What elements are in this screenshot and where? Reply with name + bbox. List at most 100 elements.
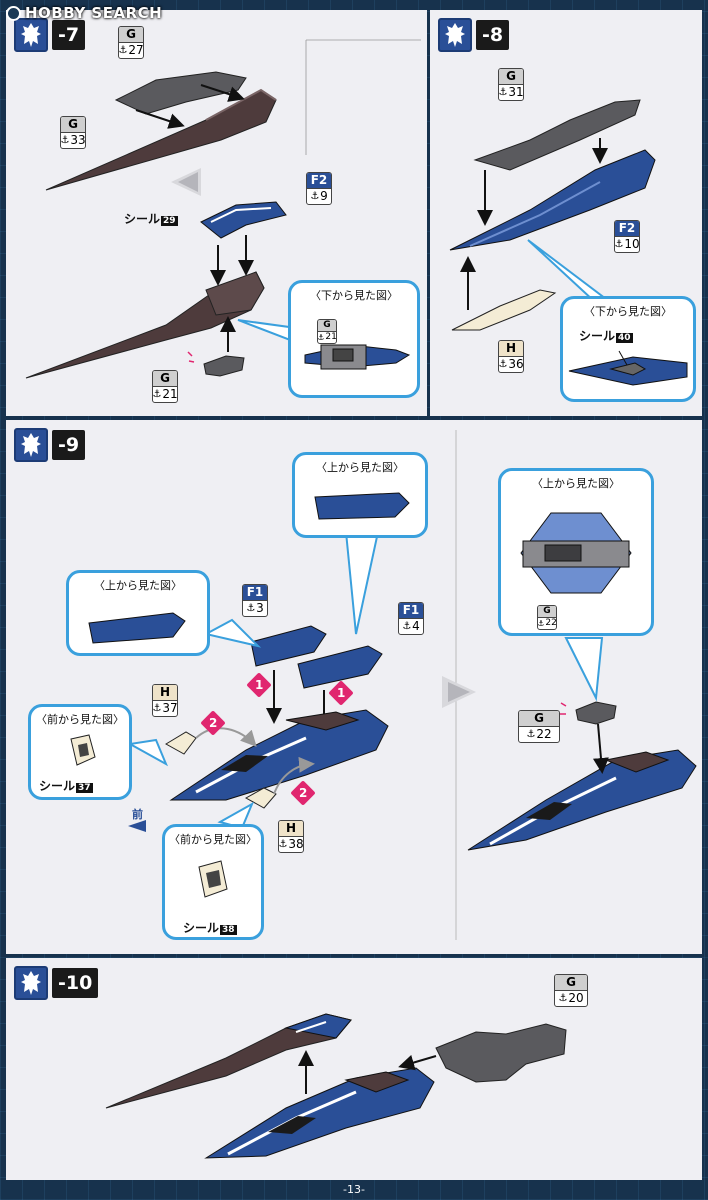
order-badge-text: 2 <box>208 715 218 730</box>
pin-icon: ⚓ <box>614 239 624 250</box>
step-9-badge <box>14 428 48 462</box>
pin-icon: ⚓ <box>498 359 508 370</box>
part-tag-letter: G <box>318 320 336 332</box>
pin-icon: ⚓ <box>402 621 412 632</box>
step-7-panel: -7 G ⚓27 G ⚓33 <box>6 10 427 416</box>
part-tag-g21-small: G ⚓21 <box>317 319 337 344</box>
gundam-silhouette-icon <box>445 23 465 47</box>
pin-icon: ⚓ <box>558 993 568 1004</box>
gundam-silhouette-icon <box>21 23 41 47</box>
order-badge-text: 2 <box>298 785 308 800</box>
step-7-number: -7 <box>52 20 86 50</box>
sticker-text: シール <box>183 921 220 935</box>
part-tag-letter: F2 <box>307 173 331 189</box>
part-tag-h36: H ⚓36 <box>498 340 524 373</box>
part-tag-h37: H ⚓37 <box>152 684 178 717</box>
part-tag-number: 9 <box>320 189 328 203</box>
part-tag-letter: G <box>519 711 559 727</box>
part-tag-number: 33 <box>70 133 86 147</box>
part-tag-h38: H ⚓38 <box>278 820 304 853</box>
step-9-illustration <box>126 430 697 940</box>
part-tag-letter: H <box>499 341 523 357</box>
part-tag-number: 20 <box>568 991 584 1005</box>
page-number: -13- <box>343 1183 365 1196</box>
watermark: HOBBY SEARCH <box>6 4 162 22</box>
pin-icon: ⚓ <box>118 45 128 56</box>
part-tag-number: 21 <box>162 387 178 401</box>
callout-wing-illustration <box>88 612 186 644</box>
pin-icon: ⚓ <box>537 619 545 628</box>
part-tag-letter: F1 <box>399 603 423 619</box>
part-tag-number: 27 <box>128 43 144 57</box>
part-tag-f2-9: F2 ⚓9 <box>306 172 332 205</box>
part-tag-f2-10: F2 ⚓10 <box>614 220 640 253</box>
watermark-text: HOBBY SEARCH <box>25 4 163 22</box>
part-tag-letter: G <box>119 27 143 43</box>
callout-title: 〈前から見た図〉 <box>169 833 257 846</box>
callout-front-illustration <box>70 734 96 766</box>
gundam-silhouette-icon <box>21 971 41 995</box>
sticker-text: シール <box>579 329 616 343</box>
part-tag-letter: F2 <box>615 221 639 237</box>
callout-top-view-body: 〈上から見た図〉 G ⚓22 <box>498 468 654 636</box>
step-8-badge <box>438 18 472 52</box>
pin-icon: ⚓ <box>246 603 256 614</box>
step-8-illustration <box>449 99 656 331</box>
part-tag-g33: G ⚓33 <box>60 116 86 149</box>
sticker-number: 38 <box>220 925 237 935</box>
part-tag-g27: G ⚓27 <box>118 26 144 59</box>
step-7-illustration <box>25 39 421 379</box>
step-10-panel: -10 G ⚓20 <box>6 958 702 1180</box>
callout-bottom-view: 〈下から見た図〉 G ⚓21 <box>288 280 420 398</box>
callout-title: 〈前から見た図〉 <box>36 713 124 726</box>
sticker-number: 37 <box>76 783 93 793</box>
pin-icon: ⚓ <box>526 729 536 740</box>
step-9-panel: -9 <box>6 420 702 954</box>
part-tag-g22: G ⚓22 <box>518 710 560 743</box>
pin-icon: ⚓ <box>152 389 162 400</box>
order-badge-text: 1 <box>336 685 346 700</box>
step-10-badge <box>14 966 48 1000</box>
part-tag-g20: G ⚓20 <box>554 974 588 1007</box>
callout-title: 〈上から見た図〉 <box>94 579 182 592</box>
part-tag-letter: G <box>153 371 177 387</box>
part-tag-number: 4 <box>412 619 420 633</box>
part-tag-number: 36 <box>508 357 524 371</box>
sticker-text: シール <box>39 779 76 793</box>
pin-icon: ⚓ <box>310 191 320 202</box>
callout-top-view-wing-b: 〈上から見た図〉 <box>292 452 428 538</box>
part-tag-number: 22 <box>545 618 557 628</box>
sticker-number: 40 <box>616 333 633 343</box>
sticker-text: シール <box>124 212 161 226</box>
callout-title: 〈下から見た図〉 <box>310 289 398 302</box>
part-tag-number: 37 <box>162 701 178 715</box>
part-tag-f1-4: F1 ⚓4 <box>398 602 424 635</box>
callout-bottom-illustration <box>568 350 688 386</box>
callout-body-illustration <box>520 512 632 594</box>
part-tag-letter: G <box>61 117 85 133</box>
part-tag-number: 22 <box>536 727 552 741</box>
part-tag-f1-3: F1 ⚓3 <box>242 584 268 617</box>
callout-title: 〈下から見た図〉 <box>584 305 672 318</box>
step-7-badge <box>14 18 48 52</box>
step-10-number: -10 <box>52 968 99 998</box>
pin-icon: ⚓ <box>152 703 162 714</box>
pin-icon: ⚓ <box>278 839 288 850</box>
front-direction-label: 前 <box>132 808 143 821</box>
part-tag-number: 31 <box>508 85 524 99</box>
part-tag-g21: G ⚓21 <box>152 370 178 403</box>
step-9-number: -9 <box>52 430 86 460</box>
callout-title: 〈上から見た図〉 <box>532 477 620 490</box>
part-tag-letter: G <box>499 69 523 85</box>
part-tag-letter: G <box>555 975 587 991</box>
part-tag-g22-small: G ⚓22 <box>537 605 557 630</box>
order-badge-text: 1 <box>254 677 264 692</box>
step-8-number: -8 <box>476 20 510 50</box>
